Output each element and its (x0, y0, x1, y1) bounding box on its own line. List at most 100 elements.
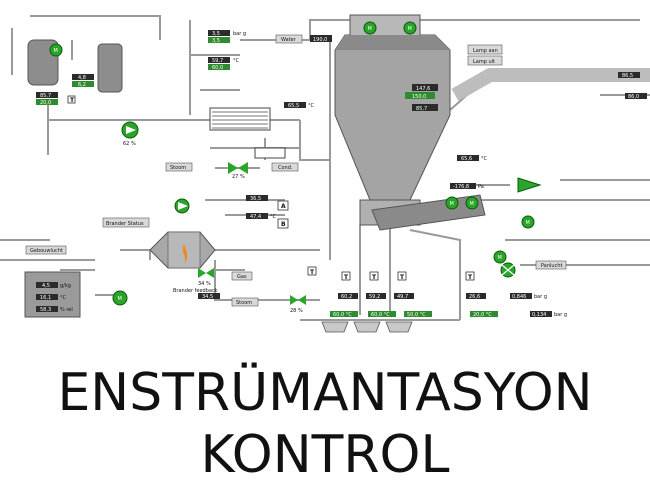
svg-text:B: B (281, 221, 286, 228)
svg-text:0,846: 0,846 (512, 294, 526, 300)
svg-text:M: M (54, 48, 58, 54)
climate-readout-1: 4,5 g/kg (36, 282, 71, 289)
a-box: A (277, 200, 289, 211)
bed-setpoint-1[interactable]: 60,0 °C (330, 311, 358, 318)
caption: ENSTRÜMANTASYON KONTROL (0, 348, 650, 498)
lamp-on-button[interactable]: Lamp aan (467, 44, 503, 55)
supply-fan[interactable] (174, 198, 190, 214)
svg-text:85,7: 85,7 (416, 106, 427, 112)
svg-text:4,5: 4,5 (42, 283, 50, 289)
svg-text:86,5: 86,5 (622, 73, 633, 79)
svg-text:g/kg: g/kg (60, 283, 71, 289)
gas-percent: 34 % (198, 281, 211, 287)
bed-temp-2: 59,2 (366, 293, 386, 300)
pan-fan[interactable] (500, 262, 516, 278)
tank-readout-2: 6,2 (72, 81, 94, 88)
svg-text:Gas: Gas (237, 274, 247, 280)
climate-readout-3: 58,3 % rel (36, 306, 73, 313)
svg-text:°C: °C (60, 295, 67, 301)
svg-text:86,0: 86,0 (628, 94, 639, 100)
cyclone-temp-readout: 65,6 °C (457, 155, 488, 162)
bed-setpoint-2[interactable]: 60,0 °C (368, 311, 396, 318)
brander-status-button[interactable]: Brander Status (102, 217, 150, 228)
t-box-6: T (70, 97, 75, 104)
climate-fan[interactable]: M (112, 290, 128, 306)
svg-text:Pa: Pa (478, 184, 484, 190)
svg-text:59,7: 59,7 (212, 58, 223, 64)
heater-setpoint-2[interactable]: 60,0 (208, 64, 230, 71)
svg-text:20,0: 20,0 (40, 100, 51, 106)
svg-text:% rel: % rel (60, 307, 73, 313)
bed-motor-1[interactable]: M (445, 196, 459, 210)
svg-text:Cond.: Cond. (278, 165, 293, 171)
steam-valve[interactable] (228, 162, 248, 174)
air-temp-readout: 36,5 (246, 195, 268, 202)
transmitter-box (67, 95, 76, 104)
svg-text:M: M (408, 26, 412, 32)
heat-exchanger (209, 107, 271, 131)
svg-text:58,3: 58,3 (40, 307, 51, 313)
svg-text:T: T (344, 274, 349, 281)
svg-text:3,5: 3,5 (212, 31, 220, 37)
svg-text:M: M (450, 201, 454, 207)
svg-text:47,4: 47,4 (250, 214, 261, 220)
svg-text:M: M (526, 220, 530, 226)
heater-setpoint-1[interactable]: 3,5 (208, 37, 230, 44)
dryer-readout-2[interactable]: 150,0 (405, 92, 435, 100)
svg-text:3,5: 3,5 (212, 38, 220, 44)
hx-temp-readout: 65,5 °C (284, 102, 315, 109)
heater-temp-readout: 59,7 °C (208, 57, 240, 64)
svg-text:34,5: 34,5 (202, 294, 213, 300)
bed-setpoint-4[interactable]: 20,0 °C (470, 311, 498, 318)
lamp-off-button[interactable]: Lamp uit (467, 55, 503, 66)
svg-text:150,0: 150,0 (412, 94, 426, 100)
dryer-motor-2[interactable]: M (403, 21, 417, 35)
t-box-3: T (369, 271, 379, 281)
dryer-motor-1[interactable]: M (363, 21, 377, 35)
bed-temp-1: 60,2 (338, 293, 358, 300)
steam-label: Stoom (165, 162, 193, 172)
svg-text:Stoom: Stoom (236, 300, 252, 306)
svg-text:T: T (468, 274, 473, 281)
dryer-readout-3: 85,7 (412, 104, 438, 112)
svg-text:190,0: 190,0 (313, 37, 327, 43)
tank-readout-1: 4,8 (72, 74, 94, 81)
svg-text:60,0 °C: 60,0 °C (333, 312, 352, 318)
svg-text:26,6: 26,6 (469, 294, 480, 300)
heater-bar-readout: 3,5 bar g (208, 30, 246, 37)
svg-text:bar g: bar g (233, 31, 246, 37)
bed-motor-2[interactable]: M (465, 196, 479, 210)
bed-heater-coils (321, 321, 413, 333)
svg-text:M: M (498, 255, 502, 261)
caption-line-2: KONTROL (200, 425, 450, 485)
air-temp-readout-2: 47,4 °C (246, 213, 277, 220)
svg-text:Water: Water (281, 37, 297, 43)
rotary-valve-motor[interactable]: M (521, 215, 535, 229)
svg-text:147,6: 147,6 (416, 86, 430, 92)
svg-text:Lamp aan: Lamp aan (473, 48, 498, 54)
pump-percent: 62 % (123, 141, 136, 147)
bed-setpoint-3[interactable]: 50,0 °C (404, 311, 432, 318)
svg-text:4,8: 4,8 (78, 75, 86, 81)
climate-readout-2: 16,1 °C (36, 294, 67, 301)
caption-line-1: ENSTRÜMANTASYON (57, 363, 593, 423)
svg-text:49,7: 49,7 (397, 294, 408, 300)
svg-text:°C: °C (233, 58, 240, 64)
svg-text:T: T (310, 269, 315, 276)
mixing-tank: M (27, 39, 123, 93)
svg-text:0,134: 0,134 (532, 312, 546, 318)
t-box-4: T (397, 271, 407, 281)
stoom2-valve[interactable] (290, 295, 306, 305)
cyclone-pressure-readout: -176,8 Pa (450, 183, 484, 190)
exhaust-fan[interactable] (517, 177, 542, 193)
pan-motor[interactable]: M (493, 250, 507, 264)
gas-valve[interactable] (198, 268, 214, 278)
svg-text:Gebouwlucht: Gebouwlucht (30, 248, 63, 254)
svg-text:6,2: 6,2 (78, 82, 86, 88)
svg-text:M: M (368, 26, 372, 32)
svg-text:M: M (118, 296, 122, 302)
t-box-2: T (341, 271, 351, 281)
svg-text:bar g: bar g (554, 312, 567, 318)
stoom2-label: Stoom (231, 297, 259, 307)
feed-pump[interactable] (121, 121, 139, 139)
